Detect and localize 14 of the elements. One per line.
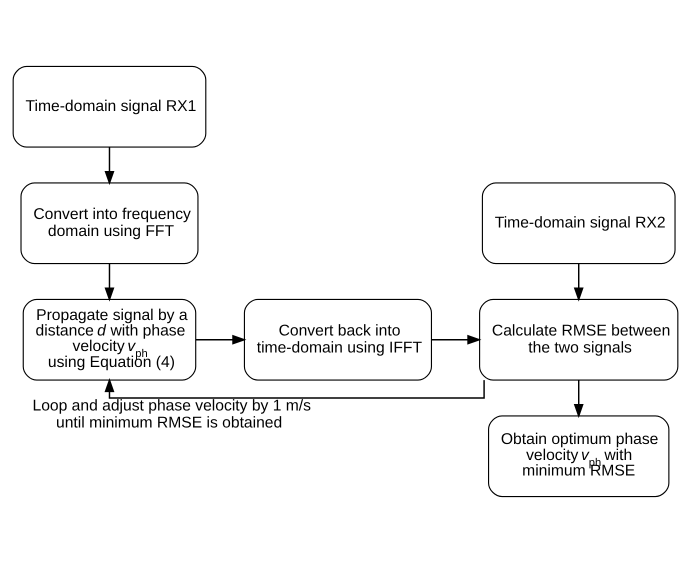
node-box: Time-domain signal RX2 bbox=[482, 182, 676, 264]
arrow bbox=[104, 378, 485, 399]
arrow bbox=[104, 147, 114, 186]
arrow bbox=[104, 264, 114, 302]
node-box: Propagate signal by a distance d with phase velocity v$_{ph}$ using Equation (4) bbox=[22, 298, 196, 381]
arrow bbox=[574, 264, 584, 302]
edge-label: Loop and adjust phase velocity by 1 m/s until minimum RMSE is obtained bbox=[32, 398, 312, 432]
node-box: Convert back into time-domain using IFFT bbox=[244, 298, 432, 381]
node-box: Time-domain signal RX1 bbox=[12, 66, 206, 148]
arrow bbox=[574, 380, 584, 418]
node-box: Convert into frequency domain using FFT bbox=[20, 182, 199, 264]
arrow bbox=[196, 334, 246, 345]
arrow bbox=[432, 334, 482, 345]
node-box: Calculate RMSE between the two signals bbox=[479, 298, 678, 381]
